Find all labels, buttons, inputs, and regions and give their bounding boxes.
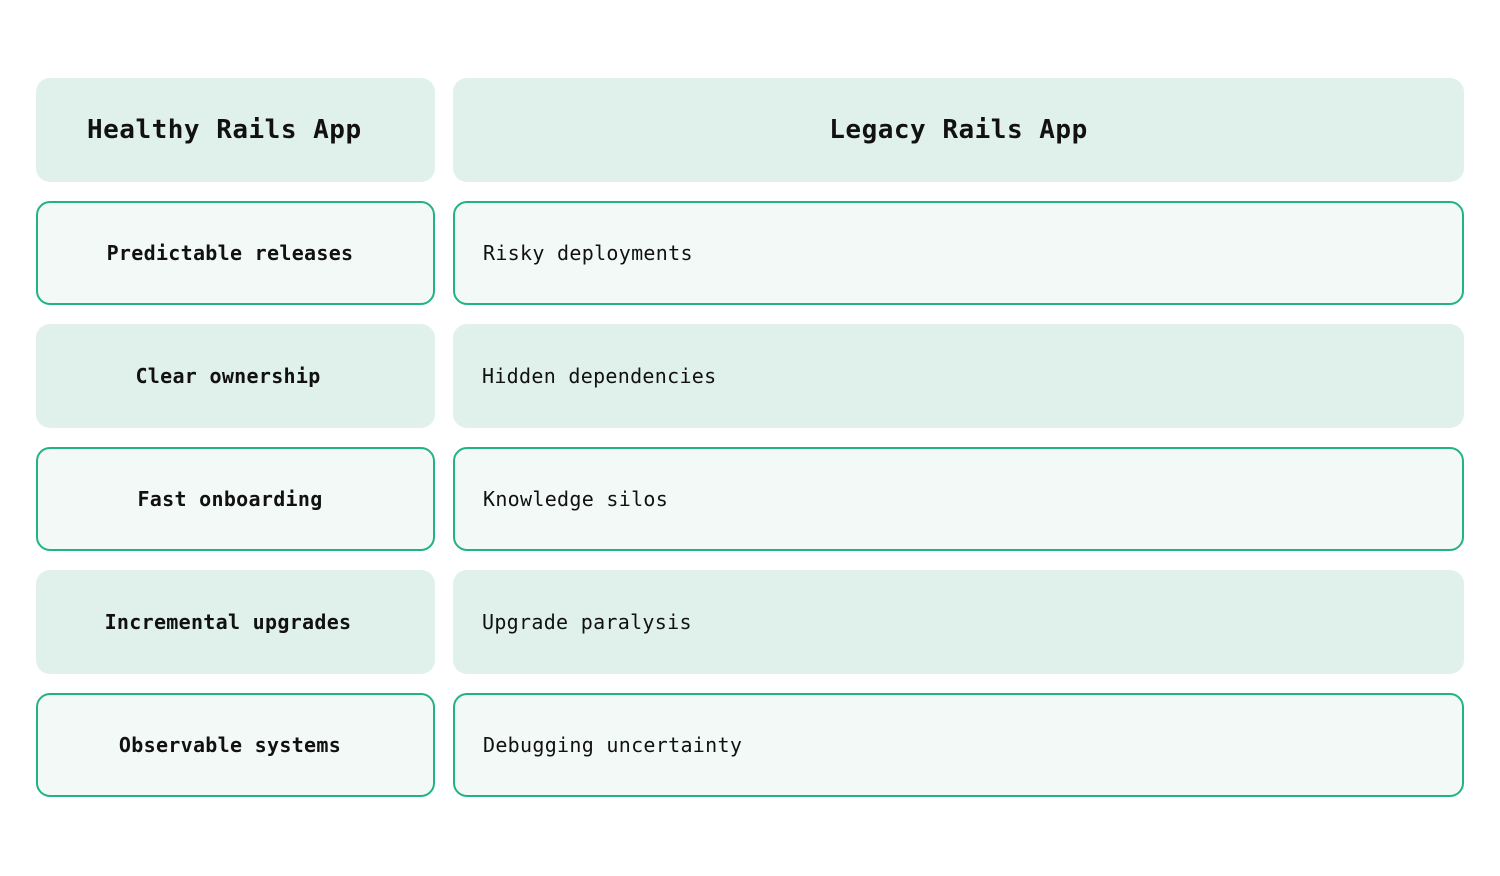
header-label-legacy: Legacy Rails App [829,115,1088,145]
legacy-item-debugging-uncertainty: Debugging uncertainty [453,693,1464,797]
healthy-item-incremental-upgrades: Incremental upgrades [36,570,435,674]
legacy-item-label: Knowledge silos [483,487,669,511]
healthy-item-label: Incremental upgrades [104,610,352,634]
healthy-item-label: Observable systems [118,733,342,757]
healthy-item-observable-systems: Observable systems [36,693,435,797]
healthy-rails-app-header: Healthy Rails App [36,78,435,182]
healthy-item-clear-ownership: Clear ownership [36,324,435,428]
healthy-item-fast-onboarding: Fast onboarding [36,447,435,551]
legacy-item-label: Hidden dependencies [482,364,717,388]
legacy-item-label: Debugging uncertainty [483,733,743,757]
healthy-item-label: Predictable releases [106,241,354,265]
legacy-item-hidden-dependencies: Hidden dependencies [453,324,1464,428]
legacy-item-upgrade-paralysis: Upgrade paralysis [453,570,1464,674]
comparison-table: Healthy Rails App Legacy Rails App Predi… [36,78,1464,797]
legacy-item-risky-deployments: Risky deployments [453,201,1464,305]
healthy-item-label: Fast onboarding [137,487,323,511]
legacy-item-label: Upgrade paralysis [482,610,692,634]
legacy-rails-app-header: Legacy Rails App [453,78,1464,182]
healthy-item-label: Clear ownership [135,364,321,388]
legacy-item-label: Risky deployments [483,241,693,265]
legacy-item-knowledge-silos: Knowledge silos [453,447,1464,551]
healthy-item-predictable-releases: Predictable releases [36,201,435,305]
header-label-healthy: Healthy Rails App [87,115,362,145]
